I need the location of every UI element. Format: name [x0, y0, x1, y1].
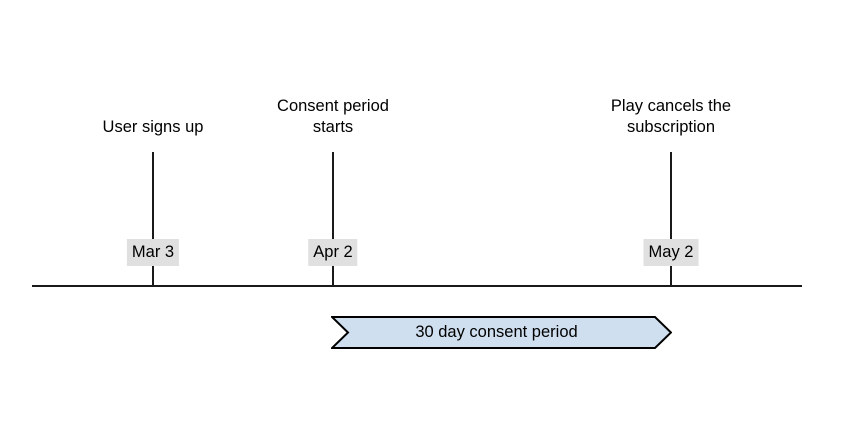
marker-date-chip: May 2 [643, 239, 699, 266]
timeline-axis-line [32, 285, 802, 287]
banner-label: 30 day consent period [415, 323, 578, 341]
marker-caption: Consent period starts [277, 97, 389, 136]
marker-tick-line [152, 152, 154, 287]
consent-period-banner: 30 day consent period [331, 316, 672, 349]
banner-chevron-shape [331, 316, 672, 349]
marker-date-chip: Mar 3 [126, 239, 180, 266]
marker-caption: User signs up [102, 118, 204, 136]
marker-date-chip: Apr 2 [308, 239, 358, 266]
marker-caption: Play cancels the subscription [610, 97, 732, 136]
marker-tick-line [670, 152, 672, 287]
marker-tick-line [332, 152, 334, 287]
